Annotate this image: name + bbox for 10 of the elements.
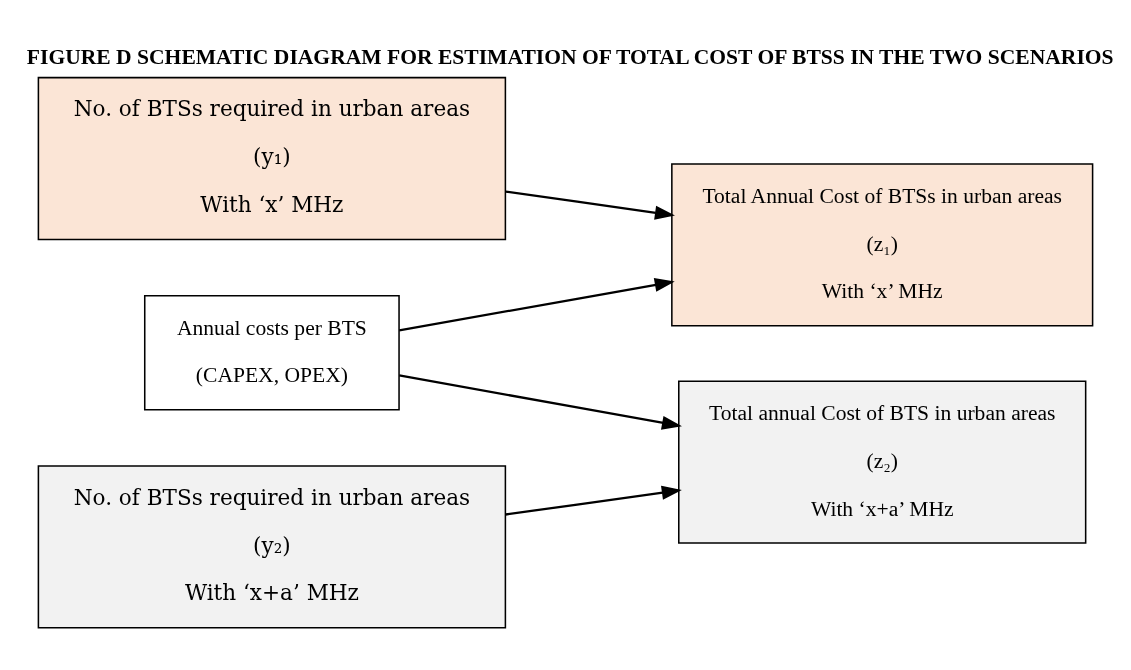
arrow bbox=[399, 278, 675, 332]
node-box: Total Annual Cost of BTSs in urban areas (z₁) With ‘x’ MHz bbox=[671, 163, 1094, 327]
node-box: No. of BTSs required in urban areas (y₂) With ‘x+a’ MHz bbox=[37, 465, 507, 629]
arrow bbox=[399, 374, 682, 430]
node-box: No. of BTSs required in urban areas (y₁) With ‘x’ MHz bbox=[37, 76, 507, 241]
arrow bbox=[505, 485, 682, 516]
node-box: Total annual Cost of BTS in urban areas (z₂) With ‘x+a’ MHz bbox=[678, 380, 1087, 544]
arrow bbox=[505, 190, 675, 220]
diagram-title: FIGURE D SCHEMATIC DIAGRAM FOR ESTIMATION OF TOTAL COST OF BTSS IN THE TWO SCENARIOS bbox=[26, 45, 1114, 70]
node-box: Annual costs per BTS (CAPEX, OPEX) bbox=[143, 294, 400, 411]
